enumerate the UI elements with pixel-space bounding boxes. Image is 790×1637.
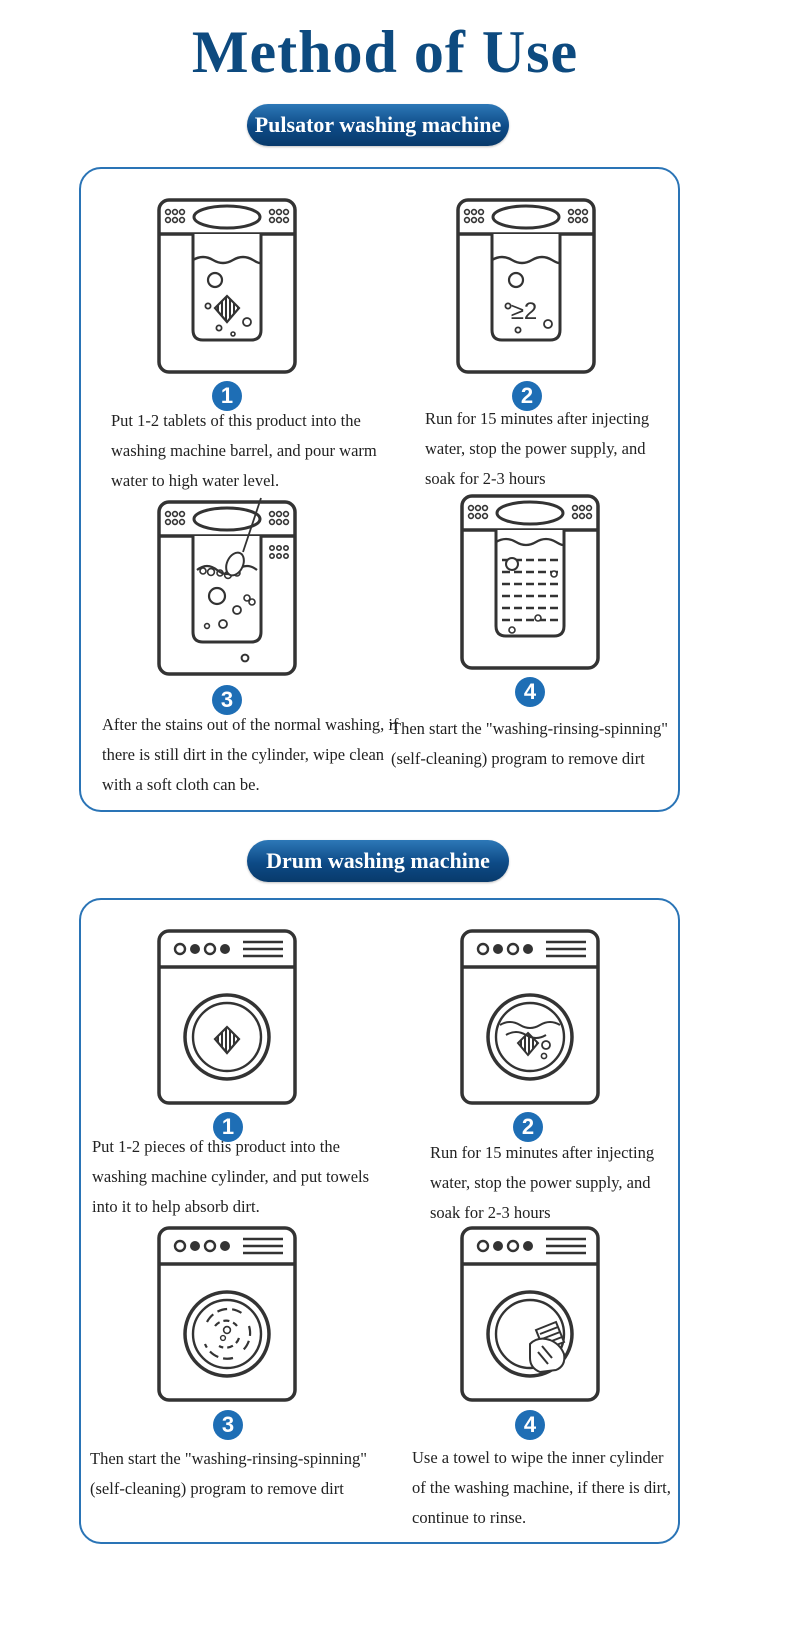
drum-step-3-badge: 3 — [213, 1410, 243, 1440]
front-loader-tablet-illustration — [157, 929, 297, 1105]
step-4-badge: 4 — [515, 677, 545, 707]
drum-step-4-badge: 4 — [515, 1410, 545, 1440]
section-heading-pulsator: Pulsator washing machine — [247, 104, 509, 146]
page-title: Method of Use — [191, 19, 579, 85]
drum-step-2-badge: 2 — [513, 1112, 543, 1142]
step-2-text: Run for 15 minutes after injecting water… — [425, 409, 650, 488]
step-4-text: Then start the "washing-rinsing-spinning… — [391, 719, 668, 768]
drum-step-2-text: Run for 15 minutes after injecting water… — [430, 1143, 655, 1222]
front-loader-wipe-illustration — [460, 1226, 600, 1402]
top-loader-tablet-illustration — [157, 198, 297, 374]
front-loader-spin-illustration — [157, 1226, 297, 1402]
top-loader-spin-illustration — [460, 494, 600, 670]
step-3-badge: 3 — [212, 685, 242, 715]
drum-step-1-badge: 1 — [213, 1112, 243, 1142]
drum-step-1-text: Put 1-2 pieces of this product into the … — [92, 1137, 370, 1216]
soak-hours-label: ≥2 — [511, 298, 538, 325]
step-1-badge: 1 — [212, 381, 242, 411]
top-loader-soak-illustration: ≥2 — [456, 198, 596, 374]
drum-step-4-text: Use a towel to wipe the inner cylinder o… — [412, 1448, 671, 1527]
section-heading-drum: Drum washing machine — [247, 840, 509, 882]
step-1-text: Put 1-2 tablets of this product into the… — [111, 411, 377, 490]
step-2-badge: 2 — [512, 381, 542, 411]
step-3-text: After the stains out of the normal washi… — [102, 715, 399, 794]
top-loader-wipe-illustration — [157, 497, 297, 676]
drum-step-3-text: Then start the "washing-rinsing-spinning… — [90, 1449, 367, 1498]
front-loader-soak-illustration — [460, 929, 600, 1105]
